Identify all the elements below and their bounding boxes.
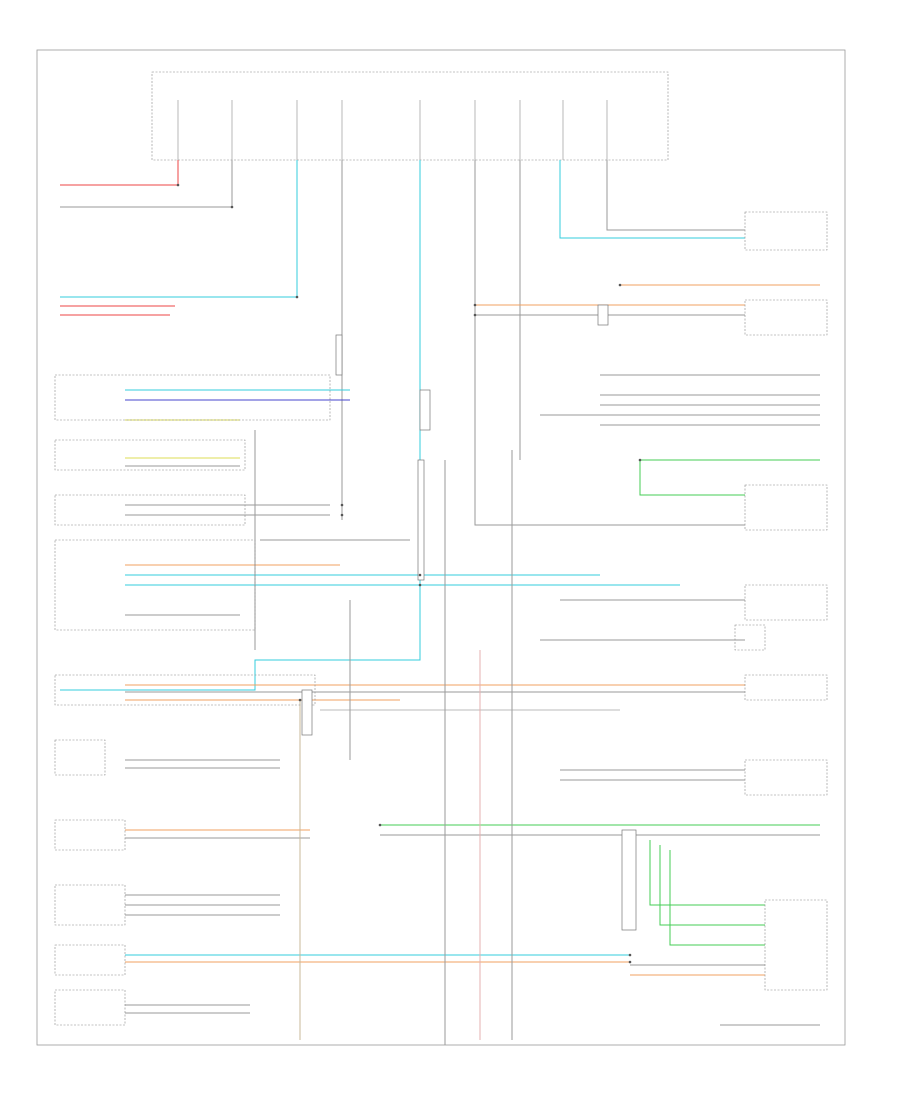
junction-dot-6 [473, 313, 477, 317]
top-module-box [151, 71, 669, 161]
wire-0 [60, 160, 179, 186]
junction-dot-2 [295, 295, 299, 299]
junction-dot-3 [418, 573, 422, 577]
wire-1 [60, 160, 233, 208]
left-components [54, 374, 331, 1026]
junction-dot-4 [418, 583, 422, 587]
junction-dot-1 [230, 205, 234, 209]
junction-dot-14 [378, 823, 382, 827]
top-module-pins [177, 100, 608, 160]
wire-12 [60, 160, 421, 691]
junction-dot-9 [340, 503, 344, 507]
junction-dot-12 [628, 953, 632, 957]
wire-31 [639, 460, 745, 496]
junction-dot-5 [473, 303, 477, 307]
wire-6 [606, 160, 745, 231]
right-components [734, 211, 828, 991]
junction-dot-8 [638, 458, 642, 462]
junction-dots [176, 183, 642, 964]
junction-dot-0 [176, 183, 180, 187]
wire-50 [649, 840, 765, 906]
wire-layer [60, 160, 820, 1045]
junction-dot-7 [618, 283, 622, 287]
wire-8 [474, 160, 745, 526]
junction-dot-13 [628, 960, 632, 964]
wire-52 [669, 850, 765, 946]
diagram-frame [36, 49, 846, 1046]
junction-dot-11 [298, 698, 302, 702]
junction-blocks [301, 304, 637, 931]
wire-5 [559, 160, 745, 239]
junction-dot-10 [340, 513, 344, 517]
wire-51 [659, 845, 765, 926]
